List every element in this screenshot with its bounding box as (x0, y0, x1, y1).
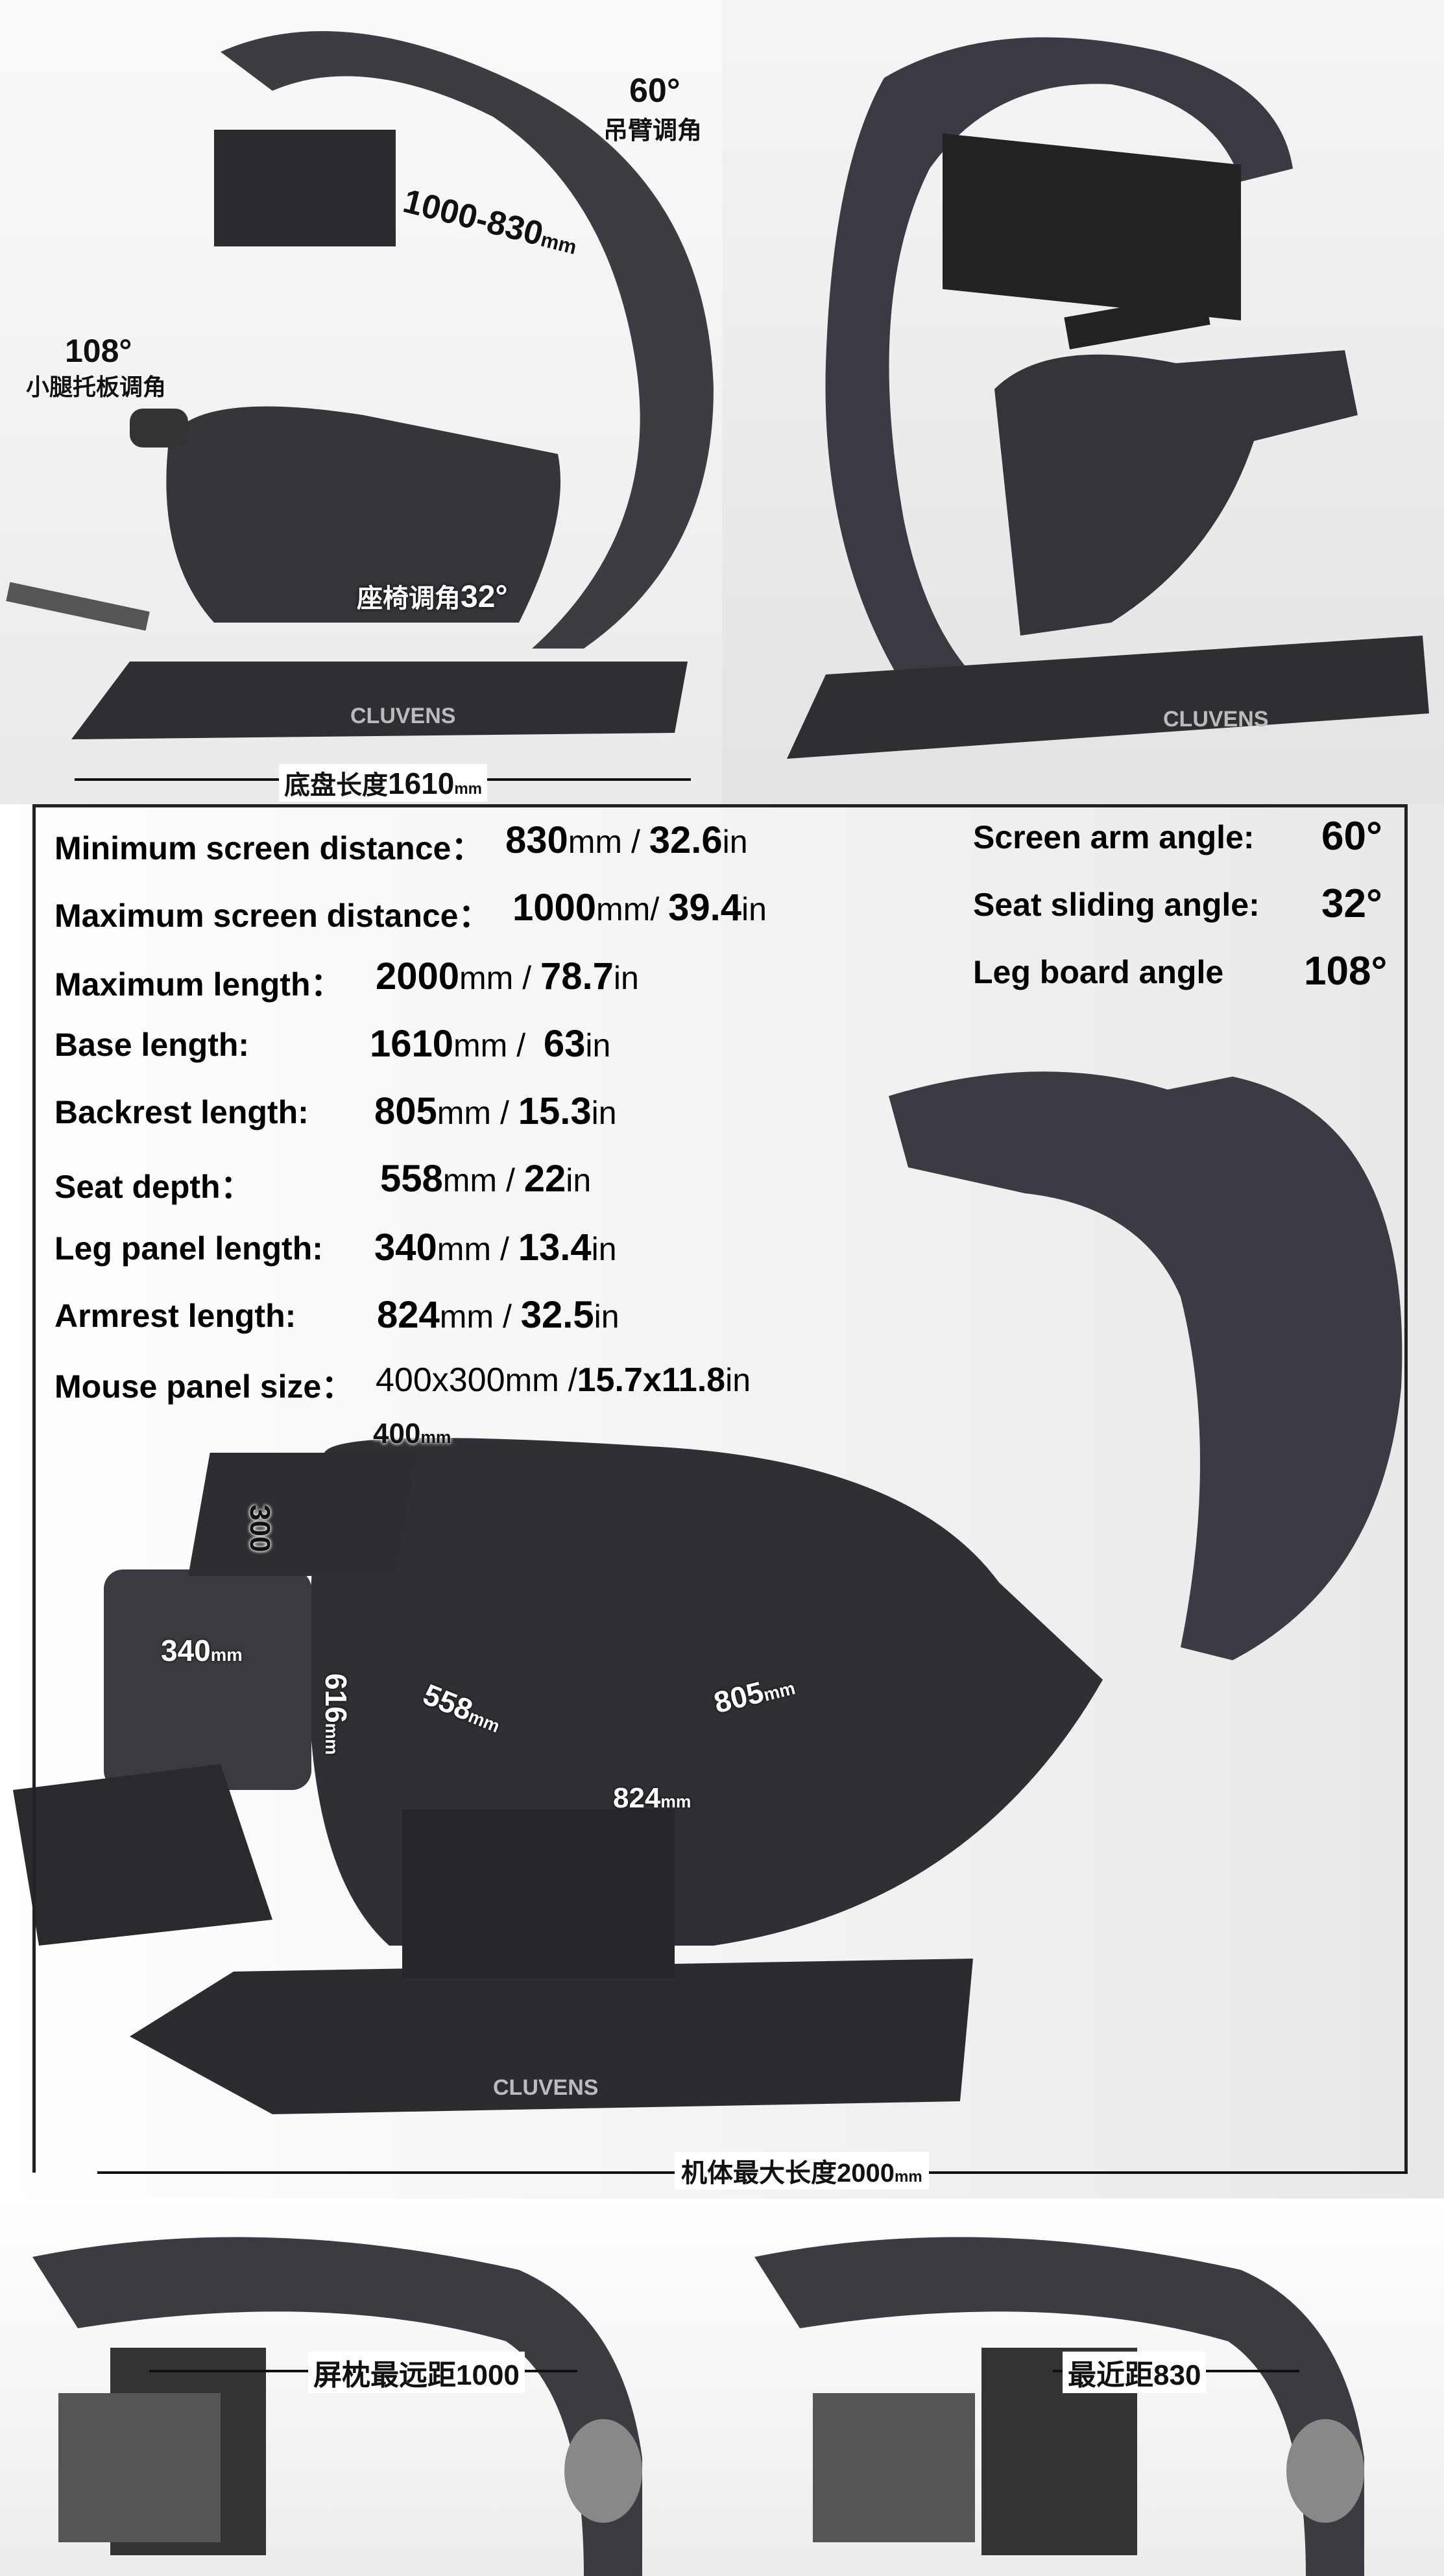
chair-side-illustration: CLUVENS (6, 31, 714, 739)
min-distance-label: 最近距830 (1063, 2352, 1207, 2393)
chair-side-view-photo: CLUVENS 60° 吊臂调角 1000-830mm 108° 小腿托板调角 … (0, 0, 722, 804)
mouse-width-label: 400mm (373, 1418, 451, 1449)
base-length-label: 底盘长度1610mm (279, 764, 488, 802)
max-distance-label: 屏枕最远距1000 (308, 2352, 525, 2393)
leg-panel-label: 340mm (161, 1634, 243, 1667)
screen-arm-angle-cn-label: 吊臂调角 (603, 117, 703, 145)
min-screen-distance-photo: 最近距830 (722, 2199, 1444, 2576)
armrest-label: 824mm (613, 1782, 692, 1814)
chair-front-illustration: CLUVENS (787, 37, 1429, 759)
leg-board-angle-label: 108° (65, 333, 132, 369)
max-screen-distance-photo: 屏枕最远距1000 (0, 2199, 722, 2576)
chair-reclined-photo: CLUVENS (0, 804, 1444, 2199)
angle-spec-row: Seat sliding angle:32° (973, 881, 1382, 926)
mouse-depth-label: 300 (244, 1505, 276, 1553)
leg-board-angle-cn-label: 小腿托板调角 (26, 374, 167, 400)
chair-front-view-photo: CLUVENS (722, 0, 1444, 804)
chair-reclined-illustration: CLUVENS (13, 1071, 1402, 2114)
angle-spec-row: Screen arm angle:60° (973, 814, 1382, 859)
brand-logo: CLUVENS (493, 2075, 598, 2100)
max-length-label: 机体最大长度2000mm (675, 2152, 929, 2189)
brand-logo: CLUVENS (350, 704, 455, 728)
screen-arm-angle-label: 60° (629, 72, 680, 110)
seat-angle-label: 座椅调角32° (357, 580, 508, 614)
chair-max-distance-illustration (32, 2237, 642, 2576)
leg-height-label: 616mm (319, 1673, 353, 1755)
brand-logo: CLUVENS (1163, 707, 1268, 732)
spec-frame (32, 804, 1408, 2173)
